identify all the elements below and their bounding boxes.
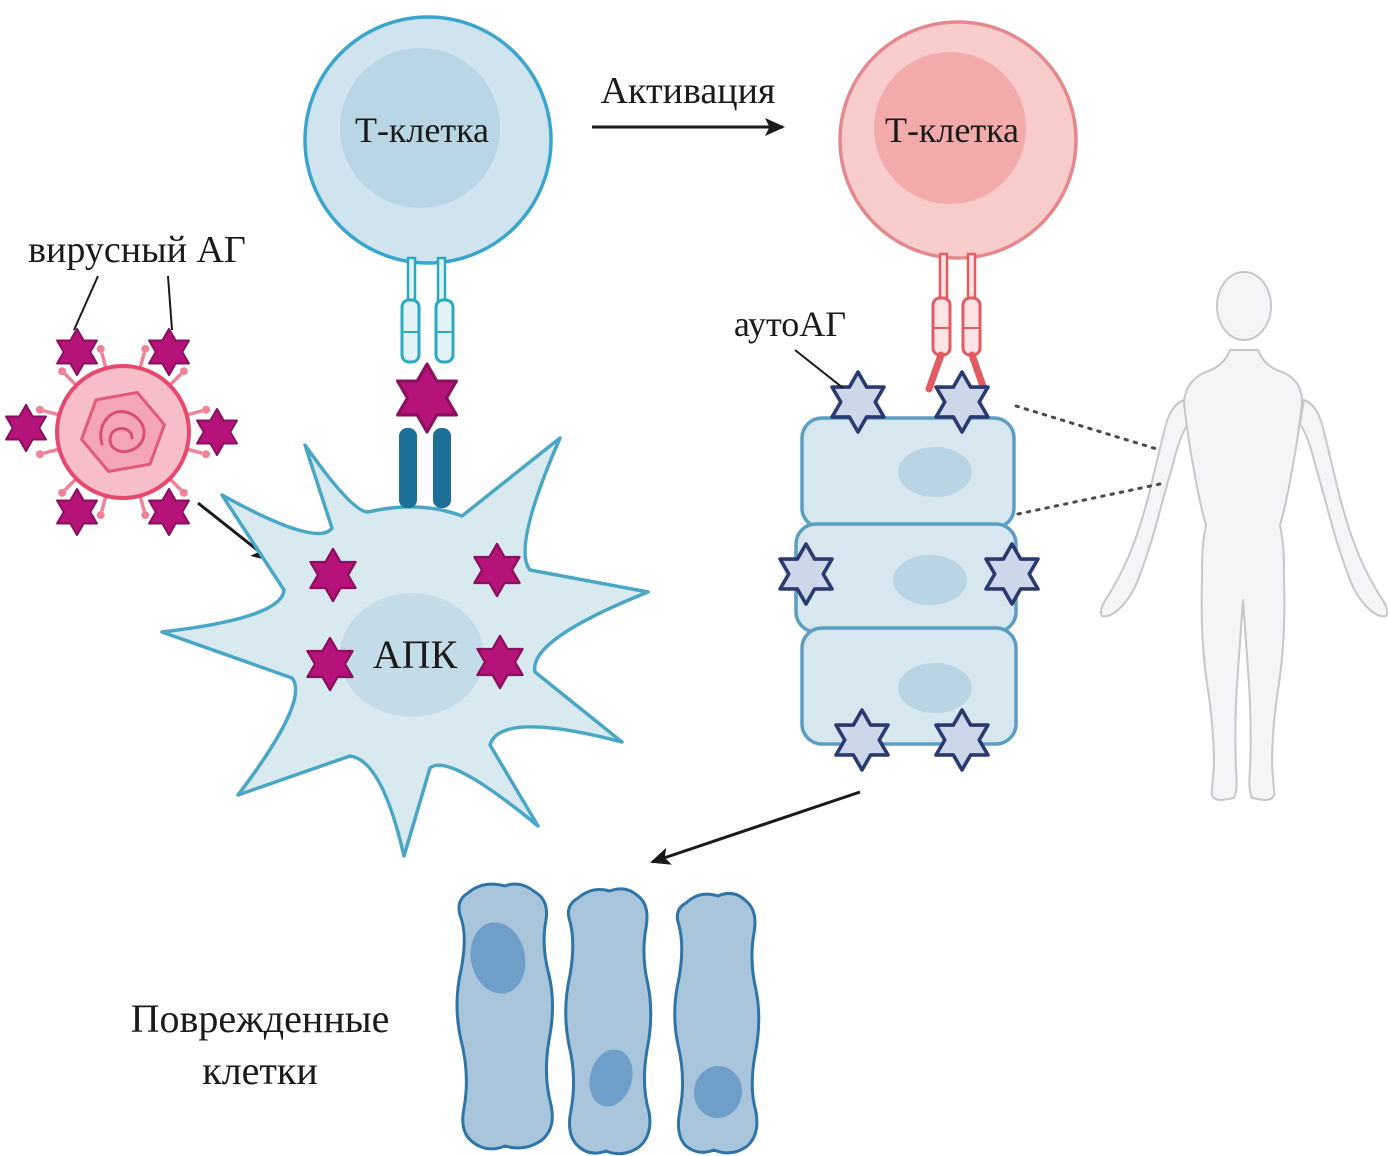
viral-antigen-pointer-left bbox=[73, 275, 99, 331]
body-head bbox=[1216, 271, 1272, 341]
auto-antigen-pointer bbox=[794, 349, 844, 389]
damaged-cell-3-nucleus bbox=[693, 1066, 743, 1118]
damaged-cells bbox=[455, 882, 761, 1156]
t-cell-naive-label: Т-клетка bbox=[355, 110, 489, 150]
virus-spikes bbox=[35, 344, 211, 520]
damaged-cells-callout: Поврежденные клетки bbox=[131, 996, 390, 1093]
damaged-cell-1 bbox=[455, 882, 554, 1151]
damaged-cell-1-nucleus bbox=[470, 922, 526, 994]
body-torso-legs bbox=[1183, 349, 1303, 801]
tcr-pink bbox=[925, 252, 988, 393]
apc-label: АПК bbox=[373, 632, 458, 677]
viral-antigen-star-icon bbox=[196, 407, 238, 457]
tissue-to-damaged-arrow bbox=[650, 790, 861, 865]
damaged-cells-label-line1: Поврежденные bbox=[131, 996, 390, 1041]
tcr-teal bbox=[400, 256, 455, 364]
t-cell-naive: Т-клетка bbox=[303, 15, 553, 434]
t-cell-activated-nucleus bbox=[874, 52, 1026, 204]
t-cell-activated: Т-клетка bbox=[838, 20, 1078, 393]
viral-antigen-callout: вирусный АГ bbox=[28, 229, 246, 331]
virus-particle bbox=[5, 327, 238, 537]
dotted-connector-top bbox=[1014, 404, 1162, 452]
body-left-arm bbox=[1099, 399, 1189, 618]
tissue-cell-3-nucleus bbox=[898, 663, 972, 713]
damaged-cell-2-nucleus bbox=[589, 1049, 633, 1107]
apc-nucleus bbox=[340, 593, 484, 717]
dotted-connector-bottom bbox=[1016, 482, 1162, 516]
body-right-arm bbox=[1299, 399, 1389, 618]
auto-antigen-label: аутоАГ bbox=[734, 304, 846, 344]
virus-capsid bbox=[80, 391, 166, 473]
damaged-cells-label-line2: клетки bbox=[202, 1048, 317, 1093]
mhc-molecule bbox=[399, 428, 451, 508]
apc-cell: АПК bbox=[160, 428, 650, 858]
t-cell-activated-label: Т-клетка bbox=[885, 110, 1019, 150]
t-cell-naive-nucleus bbox=[340, 48, 500, 208]
presented-viral-antigen-icon bbox=[396, 362, 458, 434]
human-body-silhouette bbox=[1099, 271, 1389, 801]
viral-antigen-pointer-right bbox=[167, 275, 173, 331]
virus-genome-coil bbox=[99, 410, 146, 454]
tissue-cell-1-nucleus bbox=[898, 447, 972, 497]
activation-step: Активация bbox=[592, 70, 785, 136]
damaged-cell-2 bbox=[564, 887, 653, 1156]
tissue-cell-stack bbox=[778, 370, 1040, 772]
tissue-cell-2-nucleus bbox=[893, 555, 967, 605]
viral-antigen-label: вирусный АГ bbox=[28, 229, 246, 271]
activation-label: Активация bbox=[601, 70, 776, 112]
auto-antigen-callout: аутоАГ bbox=[734, 304, 846, 389]
